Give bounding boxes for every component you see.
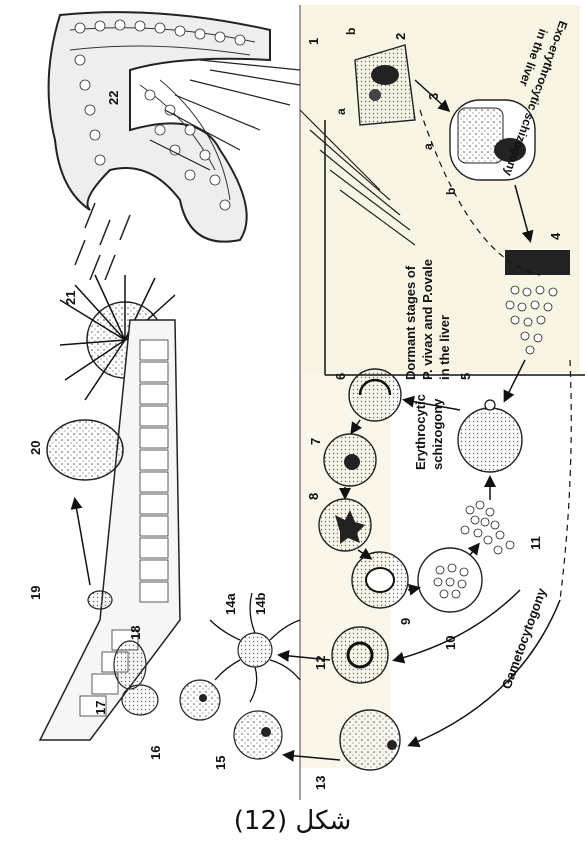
- label-20: 20: [28, 441, 43, 455]
- label-1: 1: [306, 38, 321, 45]
- ring-stage-6: [349, 369, 401, 421]
- rbc-invasion-5: [458, 408, 522, 472]
- label-5: 5: [458, 373, 473, 380]
- label-17: 17: [93, 701, 108, 715]
- label-6: 6: [333, 373, 348, 380]
- merozoites-11: [461, 501, 514, 554]
- dormant-label-line2: P. vivax and P.ovale: [420, 259, 435, 380]
- arrow-10-11: [470, 545, 478, 555]
- label-15: 15: [213, 756, 228, 770]
- microgametocyte-12: [332, 627, 388, 683]
- label-21: 21: [63, 291, 78, 305]
- ookinete-18: [114, 641, 146, 689]
- label-12: 12: [313, 656, 328, 670]
- dormant-label-line1: Dormant stages of: [403, 265, 418, 380]
- label-b2: b: [444, 188, 458, 195]
- liver-cell-2: [355, 45, 415, 125]
- label-16: 16: [148, 746, 163, 760]
- label-2: 2: [393, 33, 408, 40]
- label-b1: b: [344, 28, 358, 35]
- arrow-9-10: [408, 588, 418, 590]
- midgut-epithelium: [40, 320, 180, 740]
- arrow-19-20: [75, 500, 90, 585]
- early-oocyst-19: [88, 591, 112, 609]
- label-22: 22: [106, 91, 121, 105]
- zygote-17: [122, 685, 158, 715]
- salivary-gland-22: [49, 12, 300, 242]
- macrogametocyte-13: [340, 710, 400, 770]
- label-8: 8: [306, 493, 321, 500]
- erythrocytic-label-line1: Erythrocytic: [413, 394, 428, 470]
- label-10: 10: [443, 636, 458, 650]
- oocyst-20: [47, 420, 123, 480]
- label-9: 9: [398, 618, 413, 625]
- macrogamete-15: [234, 711, 282, 759]
- label-11: 11: [528, 536, 543, 550]
- label-7: 7: [308, 438, 323, 445]
- gametocytogony-dashed-path: [560, 360, 571, 600]
- label-18: 18: [128, 626, 143, 640]
- figure-caption: شكل (12): [0, 806, 585, 836]
- malaria-life-cycle-diagram: 22 21 20 19: [0, 0, 585, 800]
- label-14b: 14b: [253, 593, 268, 615]
- label-4: 4: [548, 232, 563, 240]
- label-14a: 14a: [223, 593, 238, 615]
- label-19: 19: [28, 586, 43, 600]
- erythrocytic-label-line2: schizogony: [430, 398, 445, 470]
- sporozoites-migrating: [75, 203, 130, 280]
- dormant-label-line3: in the liver: [437, 315, 452, 380]
- label-a1: a: [334, 108, 348, 115]
- label-13: 13: [313, 776, 328, 790]
